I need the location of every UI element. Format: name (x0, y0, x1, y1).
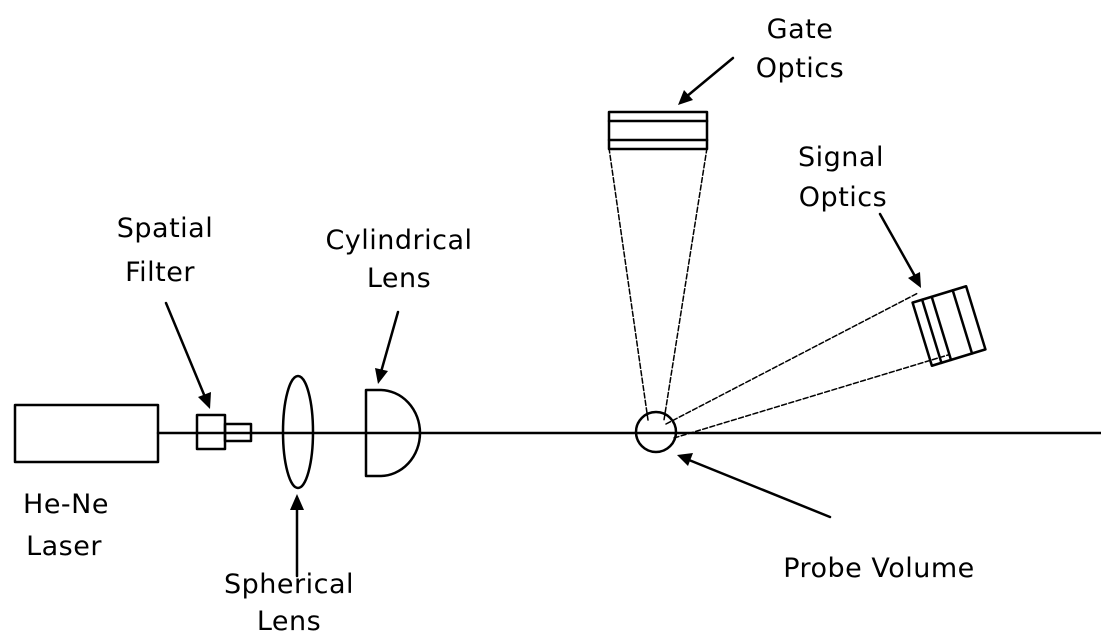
spatial-filter-label-line2: Filter (125, 257, 195, 288)
he-ne-laser-label-line1: He-Ne (23, 489, 109, 520)
probe-volume-circle (634, 410, 678, 454)
gate-optics-arrow (678, 56, 735, 105)
probe-volume-arrow (677, 453, 832, 519)
spatial-filter-label-line1: Spatial (117, 213, 213, 244)
signal-optics-arrow (878, 212, 921, 288)
cylindrical-lens (364, 388, 422, 478)
gate-optics-label-line2: Optics (756, 53, 844, 84)
spherical-lens-label-line2: Lens (257, 606, 321, 636)
spatial-filter (195, 413, 253, 451)
he-ne-laser-label-line2: Laser (26, 531, 102, 562)
gate-optics-label-line1: Gate (767, 14, 834, 45)
spherical-lens-arrow (290, 494, 304, 578)
gate-optics (607, 110, 709, 421)
spatial-filter-arrow (164, 301, 211, 409)
probe-volume-label: Probe Volume (783, 553, 975, 584)
cylindrical-lens-label-line2: Lens (367, 263, 431, 294)
cylindrical-lens-arrow (375, 310, 400, 384)
signal-optics-label-line1: Signal (798, 142, 884, 173)
he-ne-laser-box (13, 403, 160, 464)
signal-optics (665, 285, 987, 439)
signal-optics-label-line2: Optics (799, 182, 887, 213)
spherical-lens (281, 374, 315, 490)
cylindrical-lens-label-line1: Cylindrical (325, 225, 472, 256)
spherical-lens-label-line1: Spherical (224, 569, 354, 600)
